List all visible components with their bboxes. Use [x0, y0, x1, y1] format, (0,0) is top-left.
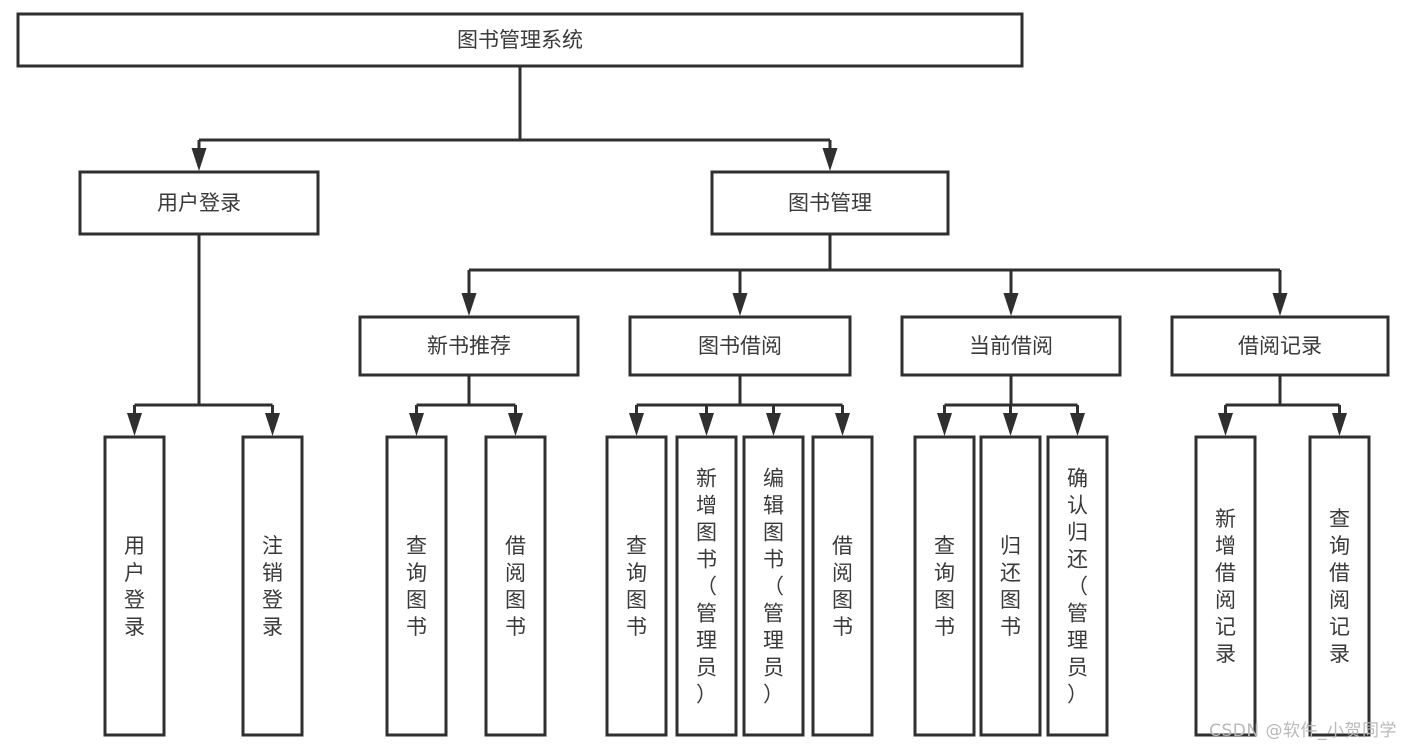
node-user-login[interactable]: 用户登录	[78, 170, 320, 236]
arrow-head-icon	[629, 413, 644, 436]
node-book-borrow[interactable]: 图书借阅	[628, 315, 852, 377]
arrow-head-icon	[409, 413, 424, 436]
node-leaf-query-book-recommend[interactable]: 查询图书	[385, 435, 448, 737]
node-label: 新增借阅记录	[1215, 507, 1236, 666]
arrow-head-icon	[1003, 413, 1018, 436]
node-leaf-query-record[interactable]: 查询借阅记录	[1308, 435, 1371, 737]
node-label: 借阅图书	[505, 534, 526, 639]
arrow-head-icon	[461, 293, 477, 316]
connector-c-book-manage	[461, 234, 1288, 316]
node-leaf-user-login[interactable]: 用户登录	[103, 435, 166, 737]
arrow-head-icon	[1218, 413, 1233, 436]
node-label: 编辑图书（管理员）	[763, 467, 784, 707]
node-box[interactable]	[1308, 435, 1371, 737]
node-label: 图书借阅	[698, 334, 782, 358]
node-box[interactable]	[900, 315, 1122, 377]
arrow-head-icon	[127, 413, 142, 436]
connector-c-user-login	[127, 234, 280, 436]
node-label: 注销登录	[262, 534, 283, 639]
node-label: 查询图书	[406, 534, 427, 639]
connector-c-current-borrow	[937, 375, 1085, 436]
arrow-head-icon	[822, 148, 838, 171]
node-box[interactable]	[484, 435, 547, 737]
node-label: 图书管理	[788, 191, 872, 215]
node-box[interactable]	[241, 435, 304, 737]
node-leaf-confirm-return[interactable]: 确认归还（管理员）	[1046, 435, 1109, 737]
node-label: 用户登录	[124, 534, 145, 639]
node-label: 借阅记录	[1238, 334, 1322, 358]
node-box[interactable]	[811, 435, 874, 737]
node-root[interactable]: 图书管理系统	[16, 12, 1024, 68]
node-box[interactable]	[1194, 435, 1257, 737]
connector-c-book-borrow	[629, 375, 850, 436]
node-label: 当前借阅	[969, 334, 1053, 358]
node-new-book-recommend[interactable]: 新书推荐	[358, 315, 580, 377]
arrow-head-icon	[937, 413, 952, 436]
arrow-head-icon	[191, 148, 207, 171]
node-borrow-record[interactable]: 借阅记录	[1170, 315, 1390, 377]
arrow-head-icon	[1332, 413, 1347, 436]
node-leaf-query-book-current[interactable]: 查询图书	[913, 435, 976, 737]
node-label: 图书管理系统	[457, 28, 583, 52]
node-box[interactable]	[605, 435, 668, 737]
arrow-head-icon	[835, 413, 850, 436]
node-box[interactable]	[78, 170, 320, 236]
node-label: 用户登录	[157, 191, 241, 215]
node-current-borrow[interactable]: 当前借阅	[900, 315, 1122, 377]
node-box[interactable]	[16, 12, 1024, 68]
node-box[interactable]	[1170, 315, 1390, 377]
node-box[interactable]	[675, 435, 738, 737]
arrow-head-icon	[265, 413, 280, 436]
node-label: 归还图书	[1000, 534, 1021, 639]
node-leaf-query-book-borrow[interactable]: 查询图书	[605, 435, 668, 737]
node-label: 查询图书	[626, 534, 647, 639]
node-layer: 图书管理系统用户登录图书管理新书推荐图书借阅当前借阅借阅记录用户登录注销登录查询…	[16, 12, 1390, 737]
node-box[interactable]	[103, 435, 166, 737]
node-label: 借阅图书	[832, 534, 853, 639]
node-box[interactable]	[628, 315, 852, 377]
arrow-head-icon	[699, 413, 714, 436]
node-label: 新增图书（管理员）	[696, 467, 717, 707]
node-label: 查询图书	[934, 534, 955, 639]
connector-layer	[127, 66, 1347, 436]
node-leaf-borrow-book[interactable]: 借阅图书	[811, 435, 874, 737]
arrow-head-icon	[508, 413, 523, 436]
connector-c-new-book	[409, 375, 523, 436]
node-label: 查询借阅记录	[1329, 507, 1350, 666]
node-leaf-add-record[interactable]: 新增借阅记录	[1194, 435, 1257, 737]
node-box[interactable]	[1046, 435, 1109, 737]
node-leaf-edit-book[interactable]: 编辑图书（管理员）	[742, 435, 805, 737]
arrow-head-icon	[1003, 293, 1019, 316]
node-leaf-add-book[interactable]: 新增图书（管理员）	[675, 435, 738, 737]
node-box[interactable]	[979, 435, 1042, 737]
arrow-head-icon	[766, 413, 781, 436]
connector-c-borrow-record	[1218, 375, 1347, 436]
arrow-head-icon	[732, 293, 748, 316]
node-book-manage[interactable]: 图书管理	[710, 170, 950, 236]
node-leaf-logout[interactable]: 注销登录	[241, 435, 304, 737]
node-box[interactable]	[385, 435, 448, 737]
arrow-head-icon	[1070, 413, 1085, 436]
node-leaf-return-book[interactable]: 归还图书	[979, 435, 1042, 737]
arrow-head-icon	[1272, 293, 1288, 316]
connector-c-root	[191, 66, 838, 171]
node-label: 确认归还（管理员）	[1067, 467, 1088, 707]
node-box[interactable]	[358, 315, 580, 377]
node-leaf-borrow-book-recommend[interactable]: 借阅图书	[484, 435, 547, 737]
node-box[interactable]	[710, 170, 950, 236]
node-box[interactable]	[913, 435, 976, 737]
node-label: 新书推荐	[427, 334, 511, 358]
node-box[interactable]	[742, 435, 805, 737]
